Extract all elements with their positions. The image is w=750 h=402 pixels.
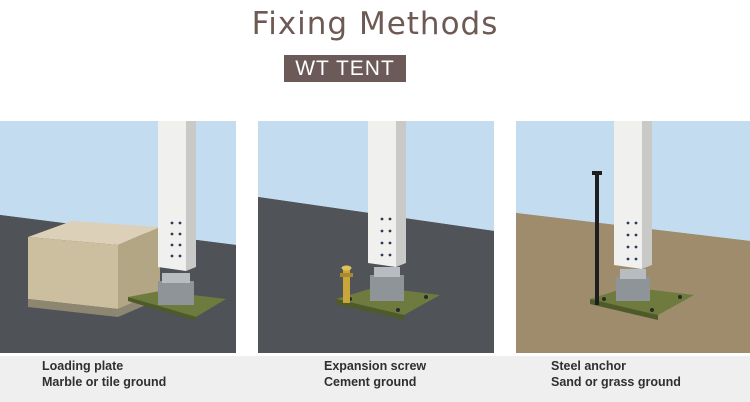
caption-steel-anchor: Steel anchor Sand or grass ground (551, 358, 681, 390)
page-title: Fixing Methods (251, 6, 499, 42)
caption-bar (0, 356, 750, 402)
method-name: Loading plate (42, 359, 124, 373)
expansion-screw-illustration (258, 121, 494, 353)
method-ground: Sand or grass ground (551, 375, 681, 389)
product-badge: WT TENT (284, 55, 406, 82)
method-name: Steel anchor (551, 359, 627, 373)
caption-expansion-screw: Expansion screw Cement ground (324, 358, 426, 390)
method-name: Expansion screw (324, 359, 427, 373)
caption-loading-plate: Loading plate Marble or tile ground (42, 358, 166, 390)
method-ground: Marble or tile ground (42, 375, 167, 389)
steel-anchor-illustration (516, 121, 750, 353)
method-ground: Cement ground (324, 375, 417, 389)
loading-plate-illustration (0, 121, 236, 353)
